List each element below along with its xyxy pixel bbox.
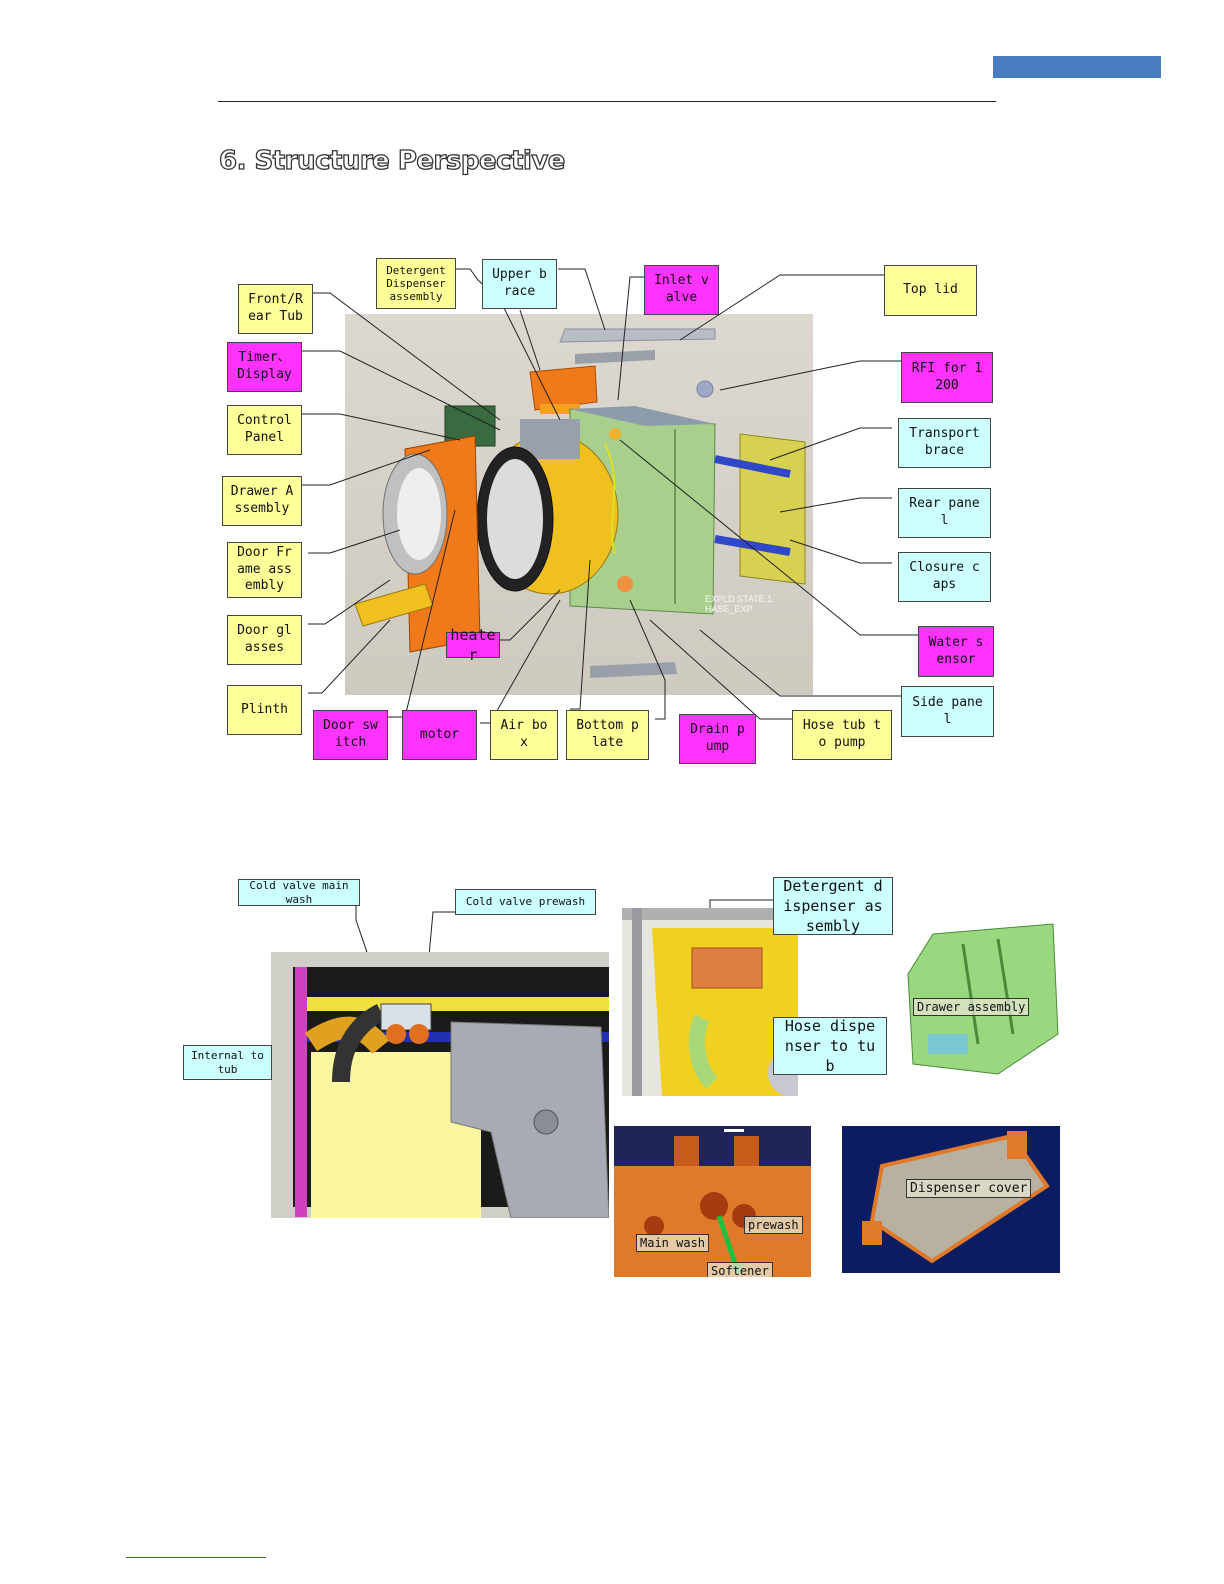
label-dispenser-cover: Dispenser cover [906,1179,1032,1198]
label-inlet-valve: Inlet v alve [644,265,719,315]
dispenser-side-illustration [622,908,798,1096]
label-heater: heater [446,626,500,664]
label-hose-tub-to-pump: Hose tub t o pump [792,710,892,760]
label-internal-to-tub: Internal to tub [183,1045,272,1080]
label-transport-brace: Transport brace [898,418,991,468]
dispenser-cover-illustration [842,1126,1060,1273]
valve-inner-view-image [271,952,609,1218]
label-door-frame-assembly: Door Fr ame ass embly [227,542,302,598]
label-prewash: prewash [744,1216,803,1234]
label-water-sensor: Water s ensor [918,626,994,677]
label-timer-display: Timer、 Display [227,342,302,392]
label-detergent-dispenser-assembly: Detergent Dispenser assembly [376,258,456,309]
label-softener: Softener [707,1262,773,1277]
footer-rule [126,1557,266,1558]
label-rfi-for-1200: RFI for 1 200 [901,352,993,403]
exploded-view-image: EXPLD STATE 1 HASE_EXP [345,314,813,695]
label-bottom-plate: Bottom p late [566,710,649,760]
label-door-switch: Door sw itch [313,710,388,760]
label-closure-caps: Closure c aps [898,552,991,602]
label-detergent-dispenser-assembly-2: Detergent d ispenser as sembly [773,877,893,935]
label-top-lid: Top lid [884,265,977,316]
label-side-panel: Side pane l [901,686,994,737]
dispenser-cover-image: Dispenser cover [842,1126,1060,1273]
label-hose-dispenser-to-tub: Hose dispe nser to tu b [773,1017,887,1075]
label-rear-panel: Rear pane l [898,488,991,538]
label-front-rear-tub: Front/R ear Tub [238,284,313,334]
exploded-view-watermark: EXPLD STATE 1 HASE_EXP [705,594,773,614]
siphon-detail-illustration [614,1126,811,1277]
label-air-box: Air bo x [490,710,558,760]
exploded-machine-illustration [354,328,806,678]
section-title: 6. Structure Perspective [218,145,566,176]
label-drawer-assembly: Drawer A ssembly [222,476,302,526]
valve-inner-illustration [271,952,609,1218]
label-upper-brace: Upper b race [482,259,557,309]
label-cold-valve-prewash: Cold valve prewash [455,889,596,915]
dispenser-side-view-image [622,908,798,1096]
header-rule [218,101,996,102]
label-plinth: Plinth [227,685,302,735]
header-bar [993,56,1161,78]
siphon-detail-image: Main wash prewash Softener [614,1126,811,1277]
label-control-panel: Control Panel [227,405,302,455]
label-cold-valve-main-wash: Cold valve main wash [238,879,360,906]
drawer-assembly-image: Drawer assembly [903,914,1060,1082]
label-door-glasses: Door gl asses [227,615,302,665]
label-drawer-assembly-2: Drawer assembly [913,998,1030,1016]
label-drain-pump: Drain p ump [679,714,756,764]
label-main-wash: Main wash [636,1234,710,1252]
label-motor: motor [402,710,477,760]
